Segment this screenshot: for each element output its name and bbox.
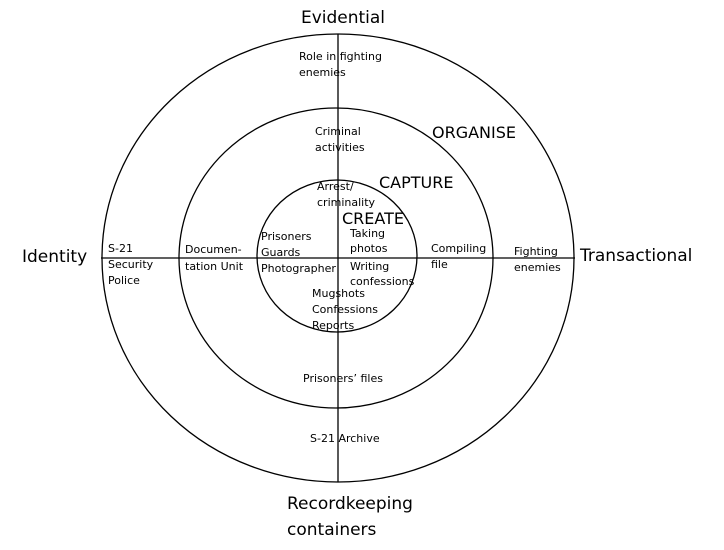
- label-compiling-line1: Compiling: [431, 242, 486, 255]
- label-s21-line3: Police: [108, 274, 140, 287]
- label-fighting-line2: enemies: [514, 261, 561, 274]
- label-writing-line1: Writing: [350, 260, 389, 273]
- label-s21-archive: S-21 Archive: [310, 432, 380, 445]
- label-outputs-line1: Mugshots: [312, 287, 365, 300]
- label-taking-line1: Taking: [349, 227, 385, 240]
- label-role-line1: Role in fighting: [299, 50, 382, 63]
- label-outputs-line3: Reports: [312, 319, 354, 332]
- ring-label-create: CREATE: [342, 209, 404, 228]
- label-writing-line2: confessions: [350, 275, 415, 288]
- ring-label-organise: ORGANISE: [432, 123, 516, 142]
- label-arrest-line1: Arrest/: [317, 180, 354, 193]
- axis-label-top: Evidential: [301, 8, 385, 28]
- label-people-line1: Prisoners: [261, 230, 312, 243]
- label-outputs-line2: Confessions: [312, 303, 378, 316]
- label-fighting-line1: Fighting: [514, 245, 558, 258]
- label-compiling-line2: file: [431, 258, 448, 271]
- axis-label-left: Identity: [22, 247, 87, 267]
- label-prisoners-files: Prisoners’ files: [303, 372, 383, 385]
- label-criminal-line1: Criminal: [315, 125, 361, 138]
- label-criminal-line2: activities: [315, 141, 365, 154]
- label-people-line3: Photographer: [261, 262, 336, 275]
- ring-label-capture: CAPTURE: [379, 173, 453, 192]
- label-arrest-line2: criminality: [317, 196, 376, 209]
- axis-label-bottom-line1: Recordkeeping: [287, 494, 413, 514]
- label-s21-line2: Security: [108, 258, 154, 271]
- axis-label-bottom-line2: containers: [287, 520, 377, 540]
- label-taking-line2: photos: [350, 242, 388, 255]
- label-documentation-line2: tation Unit: [185, 260, 244, 273]
- label-s21-line1: S-21: [108, 242, 133, 255]
- label-role-line2: enemies: [299, 66, 346, 79]
- label-people-line2: Guards: [261, 246, 301, 259]
- label-documentation-line1: Documen-: [185, 243, 242, 256]
- inner-ring: [256, 179, 418, 333]
- axis-label-right: Transactional: [579, 246, 692, 266]
